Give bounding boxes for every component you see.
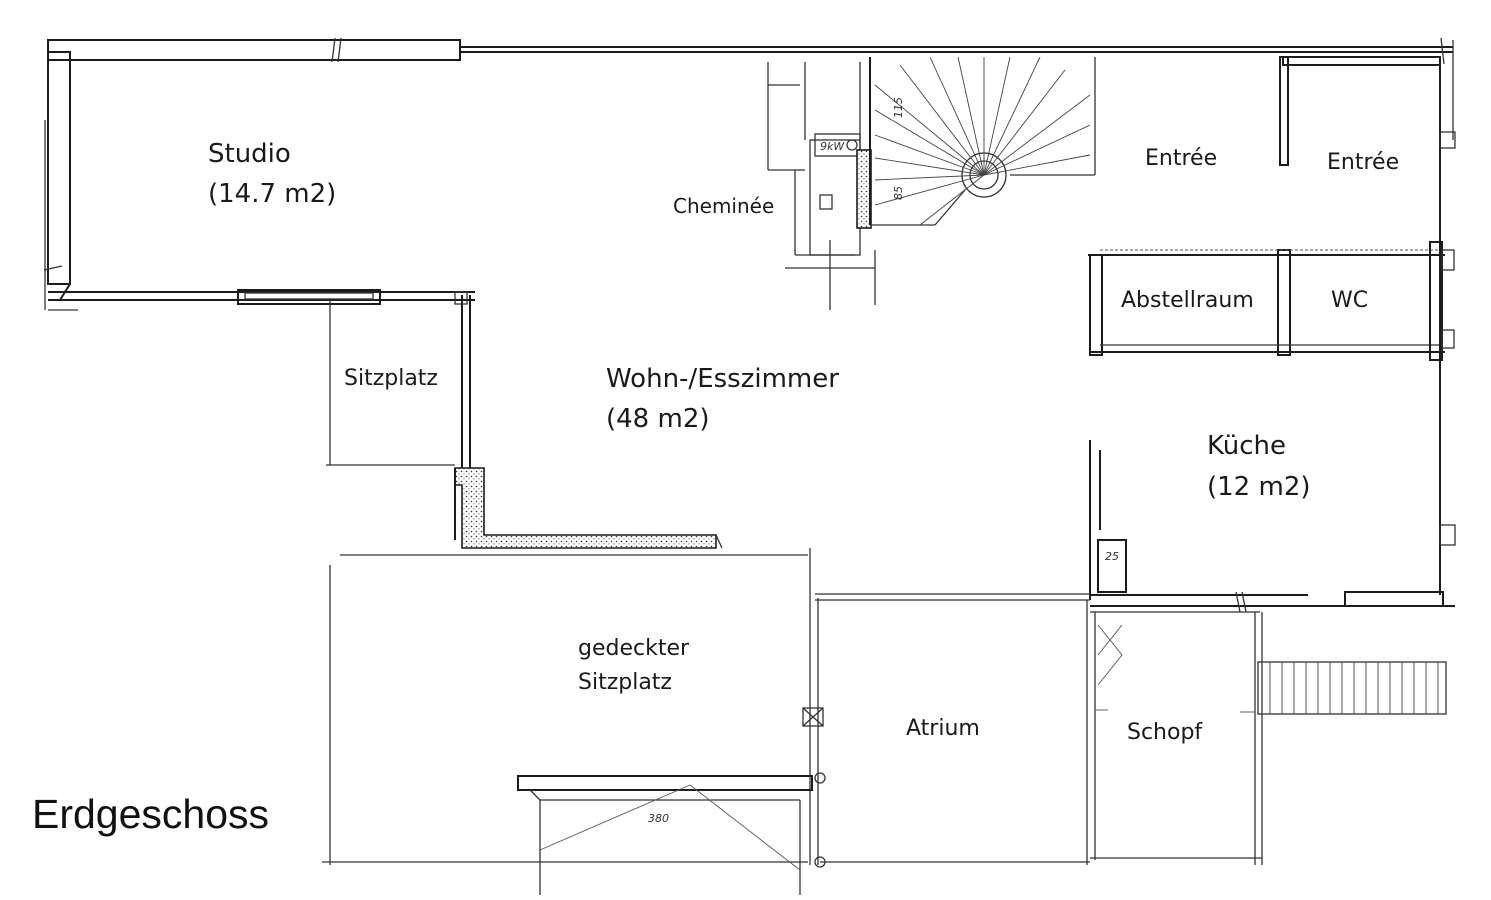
living-room-south-wall (454, 467, 723, 549)
wohn-esszimmer-area: (48 m2) (606, 404, 710, 434)
entrance-steps (1257, 661, 1447, 715)
entree-label-2: Entrée (1327, 150, 1400, 175)
studio-area: (14.7 m2) (208, 179, 337, 209)
spiral-staircase: 115 85 (869, 56, 1096, 226)
gedeckter-sitzplatz-line1: gedeckter (578, 636, 690, 661)
niche-dimension: 25 (1105, 550, 1119, 563)
kitchen-walls: 25 (1089, 440, 1456, 613)
wc-label: WC (1331, 288, 1369, 313)
gedeckter-sitzplatz-line2: Sitzplatz (578, 670, 672, 695)
sitzplatz-outline (326, 291, 471, 470)
abstellraum-label: Abstellraum (1121, 288, 1254, 313)
chimney-tag: 9kW (820, 140, 845, 153)
atrium-label: Atrium (906, 716, 980, 741)
sitzplatz-label: Sitzplatz (344, 366, 438, 391)
studio-walls (43, 51, 475, 311)
kueche-label: Küche (1207, 431, 1287, 461)
terrace-steps: 380 (517, 775, 813, 895)
north-wall (47, 37, 1454, 140)
studio-label: Studio (208, 139, 291, 169)
chimney-block: 9kW (767, 62, 876, 310)
floor-title: Erdgeschoss (32, 791, 270, 837)
wohn-esszimmer-label: Wohn-/Esszimmer (606, 364, 839, 394)
stair-dimension-upper: 115 (892, 97, 905, 118)
south-outbuildings (322, 548, 1263, 868)
entree-label-1: Entrée (1145, 146, 1218, 171)
steps-dimension: 380 (648, 812, 669, 825)
stair-dimension-lower: 85 (892, 186, 905, 200)
kueche-area: (12 m2) (1207, 472, 1311, 502)
cheminee-label: Cheminée (673, 194, 775, 218)
schopf-label: Schopf (1127, 720, 1203, 745)
entrance-block-walls (1088, 56, 1456, 595)
